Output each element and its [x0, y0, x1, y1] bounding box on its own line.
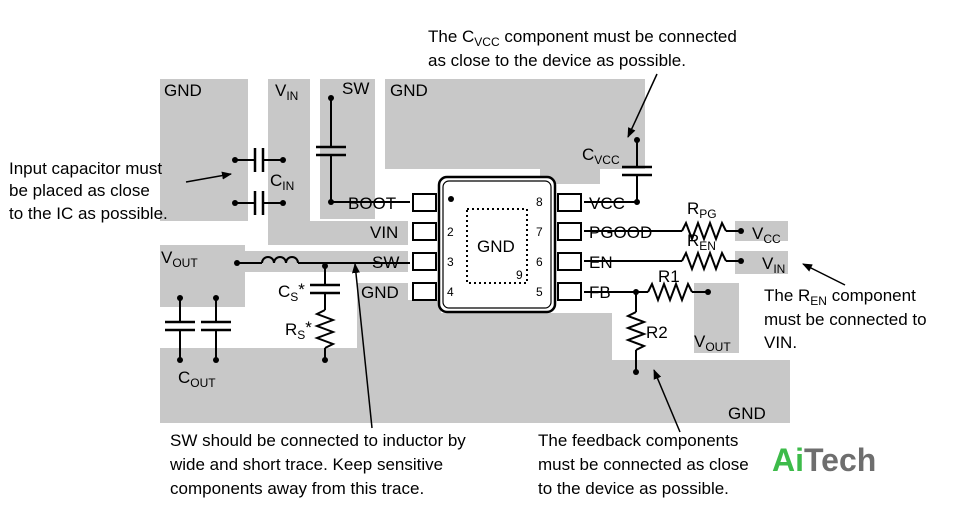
cvcc-arrow	[627, 73, 658, 138]
cout-capacitors	[165, 298, 231, 360]
sw-trace-region	[245, 251, 408, 272]
region-labels: GND VIN SW GND VOUT VOUT GND VCC VIN	[161, 79, 785, 423]
gnd-top-left-region	[160, 79, 248, 221]
pin-2-pad	[412, 222, 437, 241]
pin-4-pad	[412, 282, 437, 301]
gnd-bottom-label: GND	[728, 404, 766, 423]
cvcc-note-line1: The CVCC component must be connected	[428, 27, 737, 49]
pin-6-pad	[557, 252, 582, 271]
pin-3-number: 3	[447, 255, 454, 269]
feedback-note-line3: to the device as possible.	[538, 479, 729, 498]
feedback-arrow	[653, 369, 681, 433]
copper-regions	[160, 79, 790, 423]
logo-text: AiTech	[772, 442, 876, 478]
pin-6-name: EN	[589, 253, 613, 272]
pin-7-name: PGOOD	[589, 223, 652, 242]
pin-4-name: GND	[361, 283, 399, 302]
sw-inductor	[237, 256, 410, 264]
r1-label: R1	[658, 267, 680, 286]
pin-1-pad	[412, 193, 437, 212]
ren-note-line1: The REN component	[764, 286, 916, 308]
gnd-top-right-tab	[540, 169, 600, 184]
pin1-marker	[448, 196, 454, 202]
vout-left-label: VOUT	[161, 248, 198, 270]
sw-top-label: SW	[342, 79, 369, 98]
pin-8-name: VCC	[589, 194, 625, 213]
vin-top-region	[268, 79, 310, 221]
ic-body-inner	[442, 180, 552, 309]
cvcc-capacitor	[584, 140, 652, 203]
vin-right-label: VIN	[762, 254, 785, 276]
pin-7-number: 7	[536, 225, 543, 239]
r2-label: R2	[646, 323, 668, 342]
feedback-note-line2: must be connected as close	[538, 455, 749, 474]
aitech-logo: AiTech	[772, 442, 876, 478]
vcc-right-label: VCC	[752, 224, 781, 246]
exposed-pad-outline	[466, 208, 528, 284]
pin-2-number: 2	[447, 225, 454, 239]
gnd-bottom-region	[160, 283, 790, 423]
ren-note-line2: must be connected to	[764, 310, 927, 329]
schematic-wiring	[165, 98, 741, 372]
ic-package: GND 9 2 3 4 8 7 6 5 BOOT VIN SW GND VCC …	[348, 175, 652, 314]
pin-4-number: 4	[447, 285, 454, 299]
cin-label: CIN	[270, 171, 294, 193]
sw-top-region	[320, 79, 375, 219]
ren-arrow	[802, 263, 846, 286]
input-cap-note-line2: be placed as close	[9, 181, 150, 200]
pin-5-pad	[557, 282, 582, 301]
cs-label: CS*	[278, 280, 305, 304]
cvcc-note-line2: as close to the device as possible.	[428, 51, 686, 70]
pin-5-number: 5	[536, 285, 543, 299]
pin-8-pad	[557, 193, 582, 212]
ic-center-label: GND	[477, 237, 515, 256]
gnd-top-right-region	[385, 79, 645, 169]
input-cap-arrow	[185, 171, 232, 183]
input-cap-note-line1: Input capacitor must	[9, 159, 162, 178]
sw-note-line1: SW should be connected to inductor by	[170, 431, 466, 450]
vin-trace-region	[268, 221, 408, 245]
component-labels: CIN CVCC RPG REN R1 R2 CS* RS* COUT	[178, 145, 717, 390]
annotation-arrows	[185, 73, 846, 433]
cvcc-label: CVCC	[582, 145, 620, 167]
gnd-top-right-label: GND	[390, 81, 428, 100]
input-cap-note-line3: to the IC as possible.	[9, 204, 168, 223]
gnd-top-left-label: GND	[164, 81, 202, 100]
rpg-label: RPG	[687, 199, 717, 221]
exposed-pad-number: 9	[516, 268, 523, 282]
ren-label: REN	[687, 231, 716, 253]
sw-arrow	[351, 263, 373, 429]
rs-label: RS*	[285, 318, 312, 342]
snubber	[310, 263, 340, 360]
vin-top-label: VIN	[275, 81, 298, 103]
cout-label: COUT	[178, 368, 216, 390]
pin-3-pad	[412, 252, 437, 271]
pin-6-number: 6	[536, 255, 543, 269]
pin-7-pad	[557, 222, 582, 241]
vout-right-region	[694, 283, 739, 353]
cin-capacitors	[235, 148, 283, 215]
pin-2-name: VIN	[370, 223, 398, 242]
vin-right-region	[735, 251, 788, 274]
vout-right-label: VOUT	[694, 332, 731, 354]
vout-left-region	[160, 245, 245, 307]
sw-note-line3: components away from this trace.	[170, 479, 424, 498]
pin-1-name: BOOT	[348, 194, 396, 213]
vcc-right-region	[735, 221, 788, 241]
pin-8-number: 8	[536, 195, 543, 209]
sw-note-line2: wide and short trace. Keep sensitive	[169, 455, 443, 474]
connection-dots	[177, 95, 744, 375]
boot-capacitor	[316, 98, 410, 203]
annotations: The CVCC component must be connected as …	[9, 27, 927, 498]
feedback-note-line1: The feedback components	[538, 431, 738, 450]
ren-note-line3: VIN.	[764, 333, 797, 352]
